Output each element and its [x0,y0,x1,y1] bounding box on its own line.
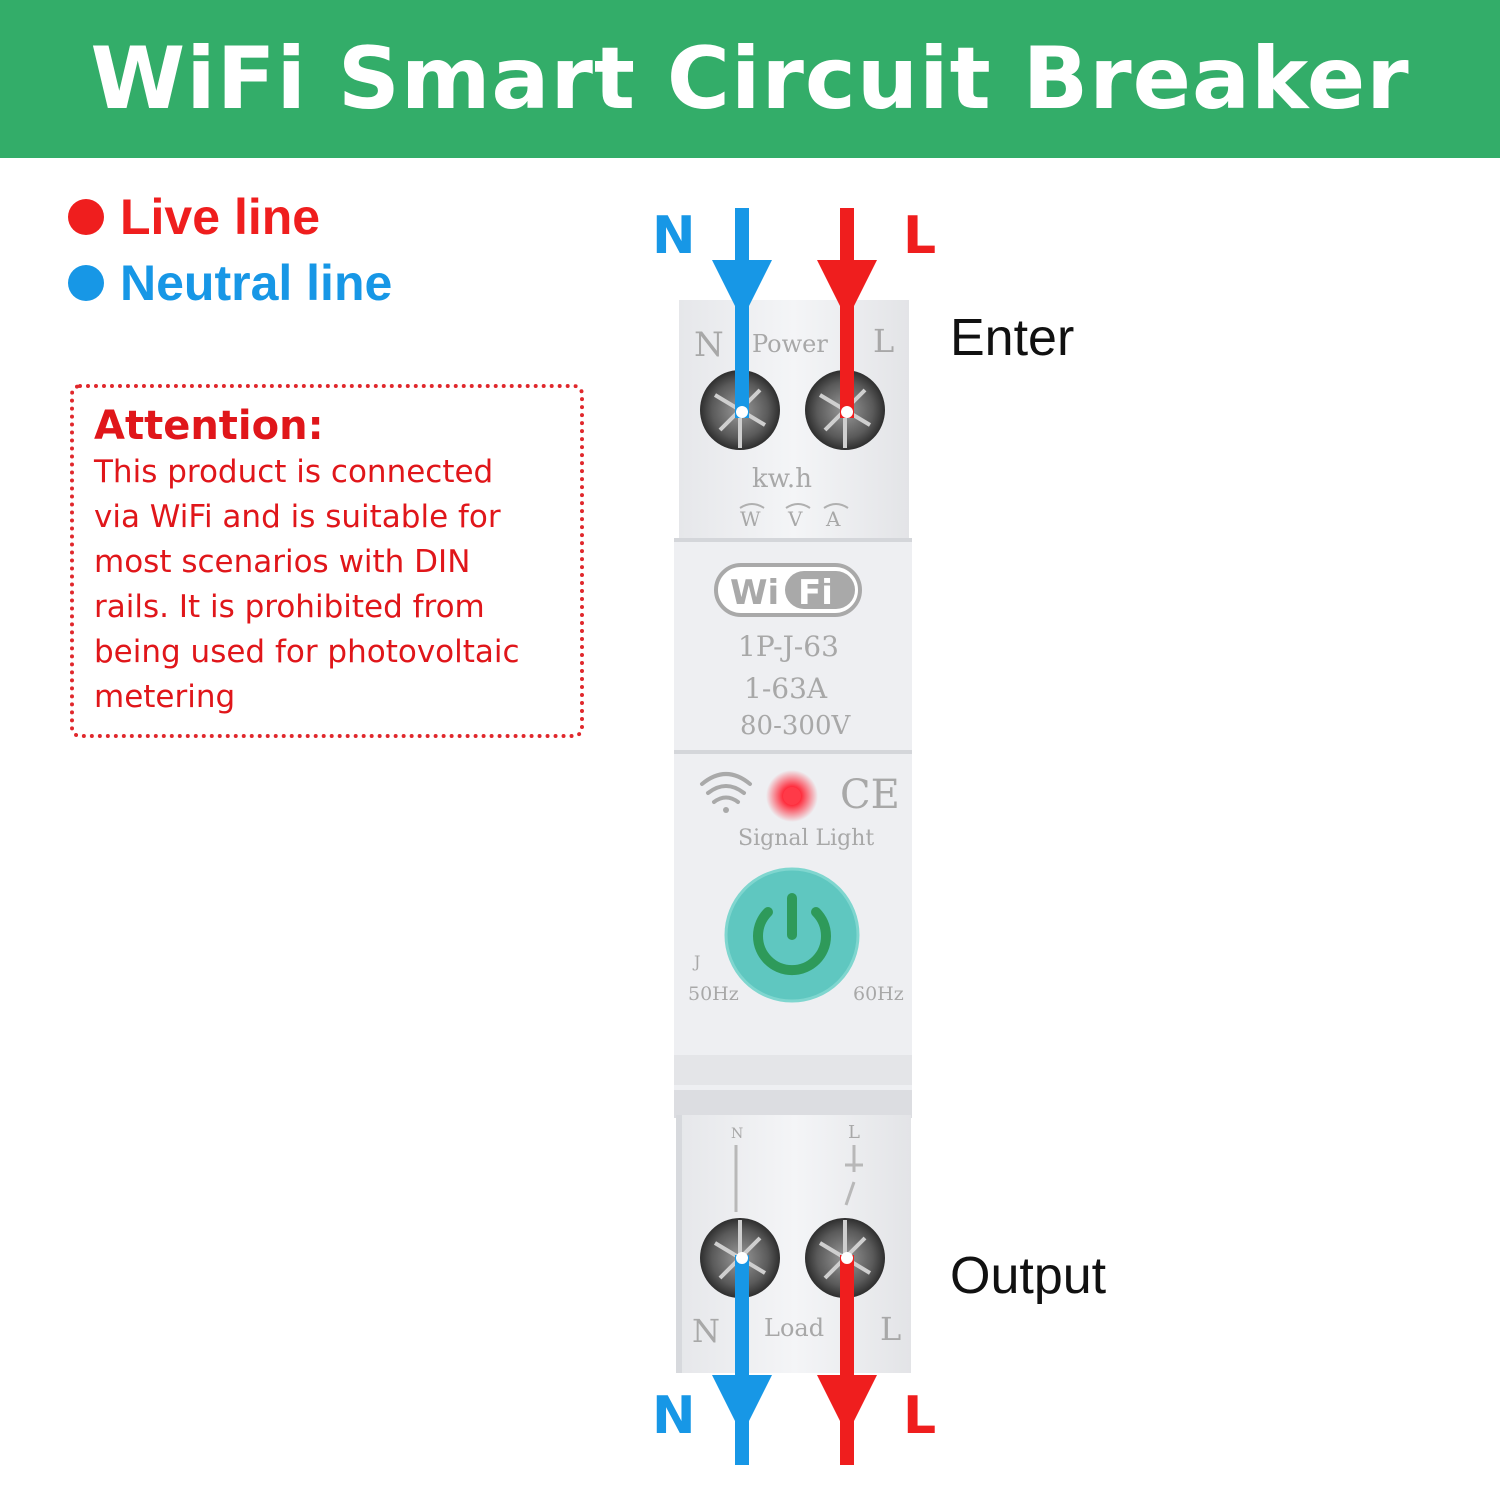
meter-unit: kw.h [752,464,812,494]
live-wire-out [817,1252,877,1465]
meter-v: V [787,507,803,531]
bottom-l-mark: L [880,1310,901,1348]
wifi-badge: Wi Fi [714,563,862,617]
wire-n-top: N [652,206,696,266]
meter-a: A [825,507,841,531]
load-label: Load [764,1314,824,1342]
attention-line: being used for photovoltaic [94,634,520,670]
legend-neutral-label: Neutral line [120,255,393,311]
legend-live-label: Live line [120,189,321,245]
wifi-signal-icon [700,772,752,813]
meter-w: W [740,507,761,531]
freq-right: 60Hz [853,983,904,1005]
voltage-range: 80-300V [740,711,851,741]
ce-mark-icon: CE [840,772,900,818]
attention-line: rails. It is prohibited from [94,589,485,625]
wire-l-top: L [903,206,937,266]
enter-label: Enter [950,309,1075,367]
neutral-wire-out [712,1252,772,1465]
page-title: WiFi Smart Circuit Breaker [90,29,1410,129]
top-l-mark: L [873,322,894,360]
attention-line: metering [94,679,236,715]
live-dot-icon [68,199,104,235]
j-mark: J [692,952,700,971]
signal-light-label: Signal Light [738,826,874,851]
current-range: 1-63A [744,672,828,705]
power-button [724,867,860,1003]
power-label: Power [752,330,828,358]
power-icon [753,907,831,975]
schematic-n: N [731,1126,743,1142]
wire-n-bottom: N [652,1386,696,1446]
wifi-badge-right: Fi [798,573,833,613]
wifi-badge-left: Wi [730,573,779,613]
main-body [674,538,912,1118]
schematic-l: L [848,1122,860,1143]
attention-line: This product is connected [94,454,494,490]
attention-box: Attention: This product is connected via… [70,384,584,738]
output-label: Output [950,1247,1107,1305]
attention-line: via WiFi and is suitable for [94,499,501,535]
model-text: 1P-J-63 [738,630,839,663]
bottom-n-mark: N [692,1312,720,1350]
neutral-dot-icon [68,265,104,301]
wire-l-bottom: L [903,1386,937,1446]
legend-neutral: Neutral line [68,254,392,312]
attention-heading: Attention: [94,403,324,449]
top-n-mark: N [694,325,724,365]
live-wire-in [817,208,877,418]
attention-line: most scenarios with DIN [94,544,471,580]
legend-live: Live line [68,188,320,246]
freq-left: 50Hz [688,983,739,1005]
neutral-wire-in [712,208,772,418]
title-banner: WiFi Smart Circuit Breaker [0,0,1500,158]
